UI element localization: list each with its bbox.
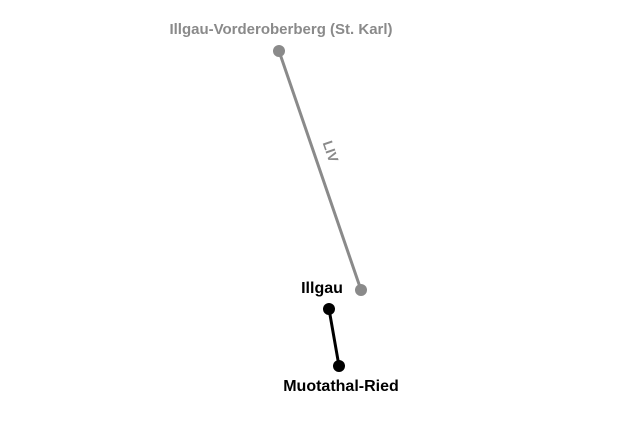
station-label-illgau: Illgau [301, 280, 343, 297]
station-illgau-vorderoberberg[interactable] [273, 45, 285, 57]
station-illgau-top[interactable] [355, 284, 367, 296]
station-label-muotathal-ried: Muotathal-Ried [283, 378, 399, 395]
line-label-liv: LIV [320, 138, 342, 164]
station-illgau[interactable] [323, 303, 335, 315]
station-label-illgau-vorderoberberg: Illgau-Vorderoberberg (St. Karl) [169, 21, 392, 38]
line-illgau-muotathal [327, 307, 341, 368]
line-liv [277, 49, 363, 292]
station-muotathal-ried[interactable] [333, 360, 345, 372]
